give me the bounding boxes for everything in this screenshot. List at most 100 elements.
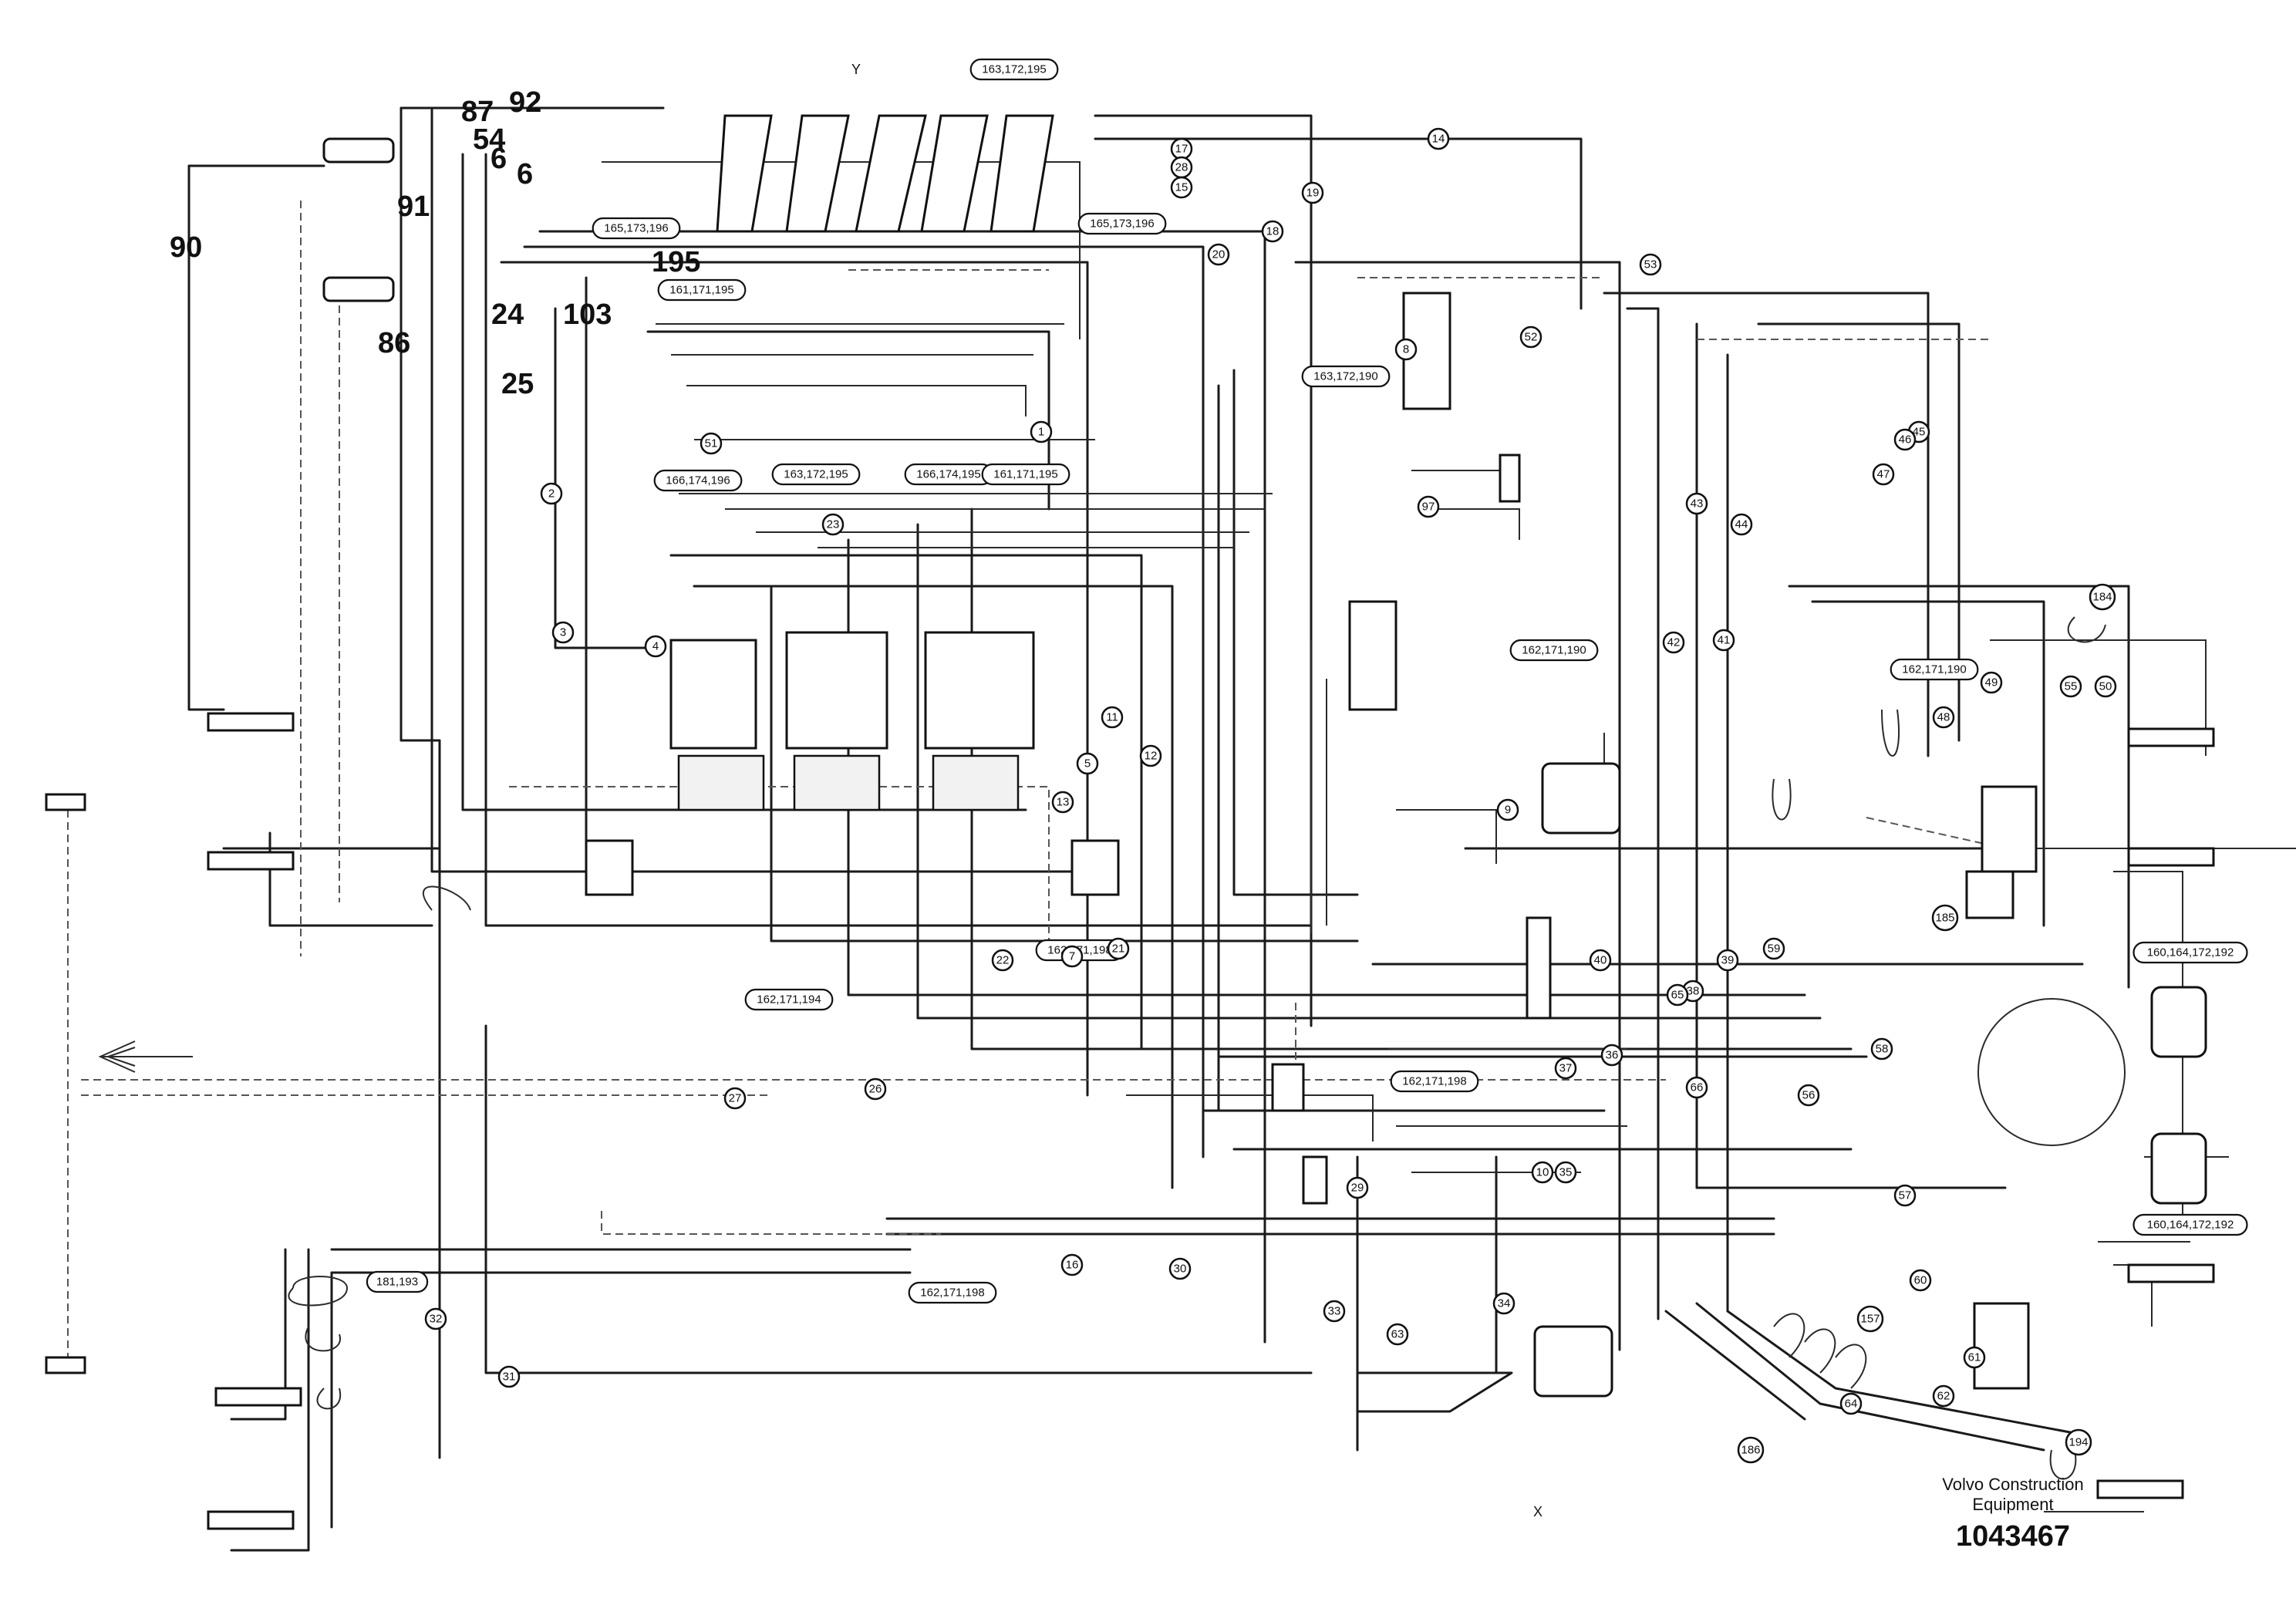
svg-text:161,171,195: 161,171,195: [993, 468, 1057, 481]
callout-label: 181,193: [366, 1270, 429, 1293]
hose-number: 66: [1685, 1076, 1708, 1099]
hose-number: 61: [1963, 1346, 1986, 1369]
callout-label: 161,171,195: [981, 463, 1070, 486]
hose-number: 13: [1051, 791, 1074, 814]
part-label: 6: [517, 158, 533, 191]
svg-text:157: 157: [1860, 1313, 1880, 1326]
hose-number: 55: [2059, 675, 2082, 698]
svg-text:23: 23: [827, 518, 840, 531]
swing-motors: [1533, 762, 2207, 1398]
svg-text:21: 21: [1112, 943, 1125, 956]
axis-x-label: X: [1533, 1504, 1542, 1519]
hose-number: 23: [821, 513, 845, 536]
hose-number: 65: [1666, 983, 1689, 1007]
hose-number: 53: [1639, 253, 1662, 276]
hose-number: 48: [1932, 706, 1955, 729]
hose-number: 62: [1932, 1384, 1955, 1408]
hose-number: 14: [1427, 127, 1450, 150]
hose-number: 16: [1060, 1253, 1084, 1276]
svg-text:166,174,195: 166,174,195: [916, 468, 980, 481]
hose-number: 32: [424, 1307, 447, 1330]
svg-text:55: 55: [2065, 680, 2078, 693]
svg-text:22: 22: [996, 954, 1010, 967]
callout-label: 165,173,196: [1077, 212, 1167, 235]
hose-loops: [288, 616, 2106, 1480]
hose-number: 97: [1417, 495, 1440, 518]
hose-number: 58: [1870, 1037, 1893, 1061]
part-label: 195: [652, 246, 700, 278]
svg-text:49: 49: [1985, 676, 1998, 690]
svg-text:52: 52: [1525, 331, 1538, 344]
svg-text:48: 48: [1937, 711, 1950, 724]
hose-number: 19: [1301, 181, 1324, 204]
svg-text:162,171,198: 162,171,198: [1402, 1075, 1466, 1088]
hose-number: 56: [1797, 1084, 1820, 1107]
hose-number: 9: [1496, 798, 1519, 821]
hose-number: 194: [2065, 1428, 2092, 1456]
svg-text:17: 17: [1175, 143, 1188, 156]
hose-number: 50: [2094, 675, 2117, 698]
svg-text:66: 66: [1691, 1081, 1704, 1094]
hose-number: 2: [540, 482, 563, 505]
svg-text:160,164,172,192: 160,164,172,192: [2147, 1219, 2234, 1232]
svg-text:34: 34: [1498, 1297, 1511, 1310]
svg-text:3: 3: [560, 626, 566, 639]
svg-text:38: 38: [1687, 985, 1700, 998]
svg-text:165,173,196: 165,173,196: [604, 222, 668, 235]
callout-label: 161,171,195: [657, 278, 747, 302]
hose-number: 36: [1600, 1044, 1623, 1067]
hose-number: 1: [1030, 420, 1053, 443]
svg-text:16: 16: [1066, 1259, 1079, 1272]
svg-text:166,174,196: 166,174,196: [666, 474, 730, 487]
callout-label: 160,164,172,192: [2132, 941, 2248, 964]
valve-blocks: [585, 292, 2014, 1205]
callout-label: 163,172,195: [771, 463, 861, 486]
svg-text:41: 41: [1718, 634, 1731, 647]
pump-cylinders: [716, 114, 1054, 233]
svg-text:10: 10: [1536, 1166, 1549, 1179]
hose-number: 17: [1170, 137, 1193, 160]
svg-text:26: 26: [869, 1083, 882, 1096]
svg-text:160,164,172,192: 160,164,172,192: [2147, 946, 2234, 959]
hose-number: 7: [1060, 945, 1084, 968]
svg-text:47: 47: [1877, 468, 1890, 481]
hose-number: 21: [1107, 937, 1130, 960]
svg-text:181,193: 181,193: [376, 1276, 418, 1289]
svg-text:57: 57: [1899, 1189, 1912, 1202]
hose-number: 46: [1893, 428, 1917, 451]
hose-number: 42: [1662, 631, 1685, 654]
title-block: Volvo Construction Equipment 1043467: [1920, 1475, 2106, 1555]
svg-text:162,171,194: 162,171,194: [757, 993, 821, 1007]
hose-number: 184: [2089, 583, 2116, 611]
direction-arrow: [98, 1040, 193, 1073]
svg-text:53: 53: [1644, 258, 1657, 271]
svg-text:14: 14: [1432, 133, 1445, 146]
hose-number: 35: [1554, 1161, 1577, 1184]
svg-text:13: 13: [1057, 796, 1070, 809]
svg-text:9: 9: [1505, 804, 1511, 817]
svg-text:63: 63: [1391, 1328, 1404, 1341]
svg-text:12: 12: [1145, 750, 1158, 763]
svg-text:40: 40: [1594, 954, 1607, 967]
svg-text:36: 36: [1606, 1049, 1619, 1062]
part-label: 24: [491, 298, 524, 331]
hose-number: 60: [1909, 1269, 1932, 1292]
hose-number: 186: [1737, 1436, 1765, 1464]
part-label: 91: [397, 191, 430, 223]
hose-number: 37: [1554, 1057, 1577, 1080]
callout-label: 166,174,196: [653, 469, 743, 492]
svg-text:162,171,190: 162,171,190: [1522, 644, 1586, 657]
callout-label: 162,171,190: [1509, 639, 1599, 662]
svg-text:58: 58: [1876, 1043, 1889, 1056]
callout-label: 166,174,195: [904, 463, 993, 486]
hose-number: 4: [644, 635, 667, 658]
hose-number: 8: [1394, 338, 1418, 361]
svg-text:61: 61: [1968, 1351, 1981, 1364]
part-label: 87: [461, 96, 494, 128]
svg-text:162,171,198: 162,171,198: [920, 1286, 984, 1300]
svg-text:44: 44: [1735, 518, 1748, 531]
hose-number: 47: [1872, 463, 1895, 486]
part-label: 6: [491, 143, 507, 175]
axis-y-label: Y: [851, 62, 861, 77]
